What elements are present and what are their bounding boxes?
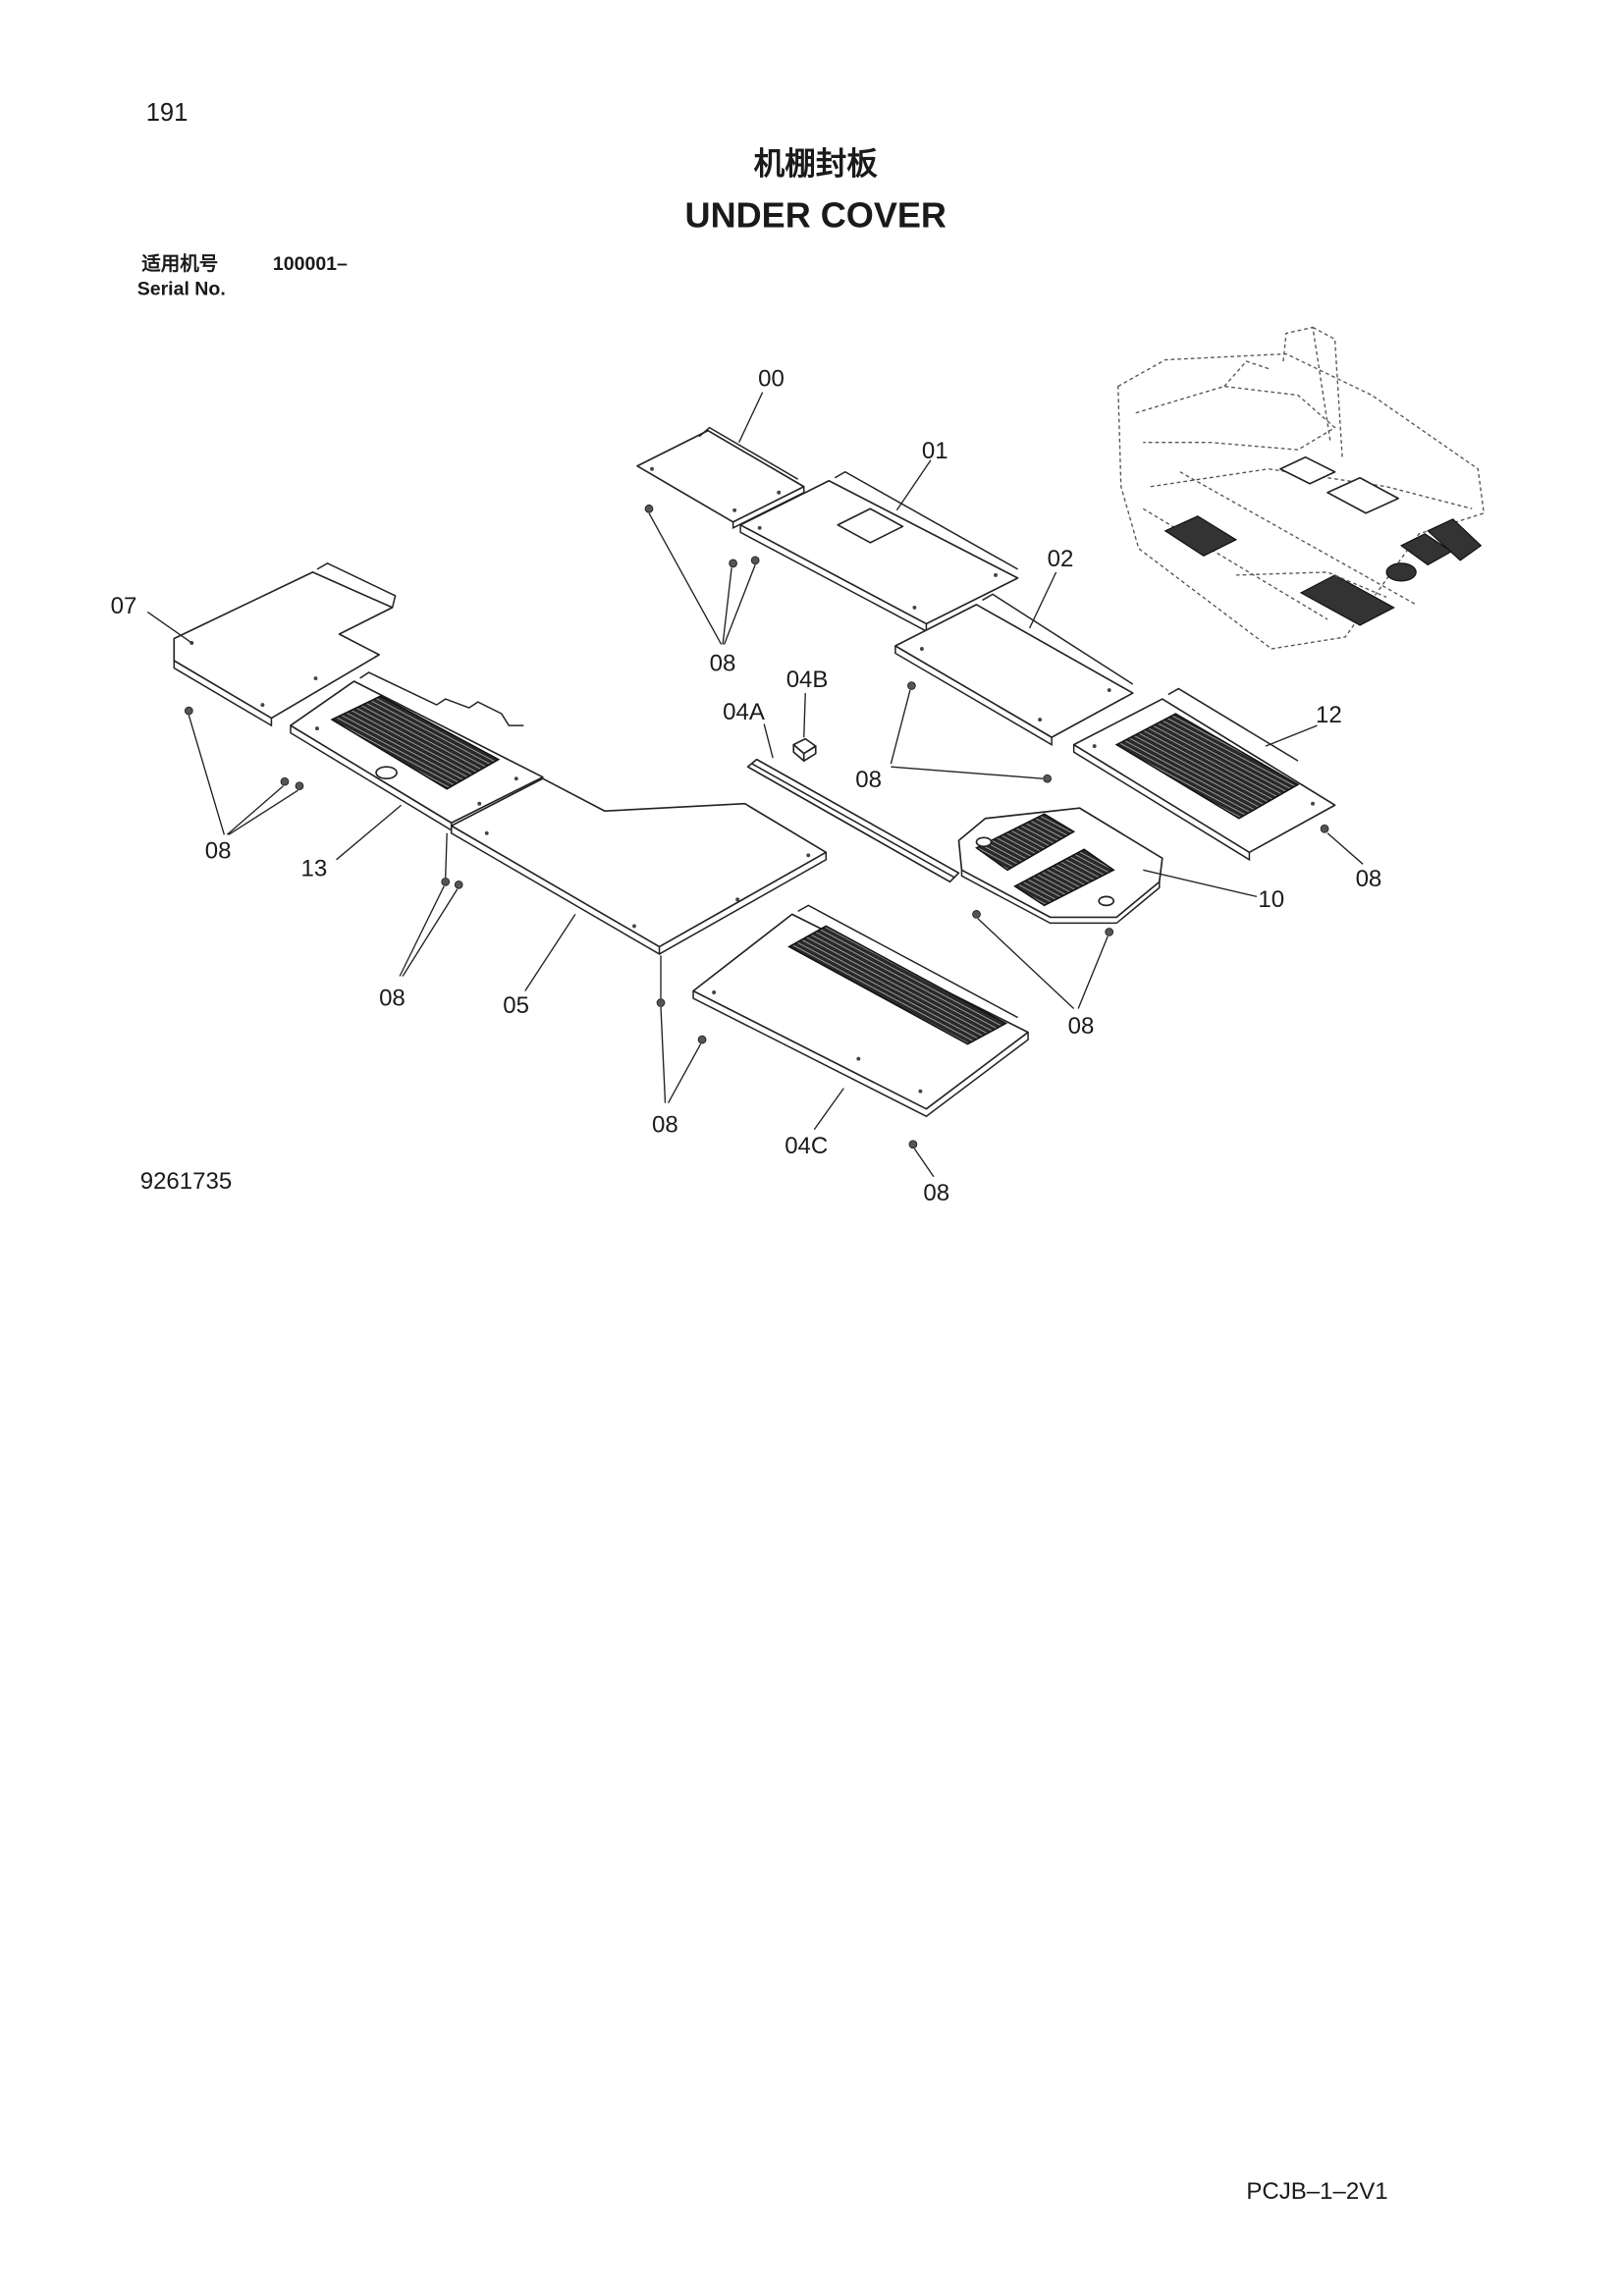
drawing-number: 9261735 [140, 1168, 233, 1195]
part-12-grille-cover [1072, 687, 1336, 862]
bolt-icon [729, 559, 737, 568]
serial-label-english: Serial No. [137, 278, 226, 299]
document-code: PCJB–1–2V1 [1246, 2178, 1387, 2205]
page-number: 191 [146, 99, 189, 127]
callout-label: 08 [205, 837, 232, 864]
callout-label: 08 [652, 1112, 678, 1139]
bolt-group-13-05 [399, 832, 463, 977]
callout-label: 08 [855, 767, 882, 793]
part-01-cover-plate [739, 470, 1019, 633]
callout-label: 13 [300, 855, 327, 881]
bolt-group-00 [644, 504, 760, 645]
part-13-grille-cover [290, 671, 544, 832]
callout-label: 08 [1068, 1013, 1095, 1040]
part-07-cover-plate [173, 562, 397, 727]
serial-label-chinese: 适用机号 [141, 253, 218, 275]
callout-label: 08 [1356, 866, 1382, 892]
machine-location-inset [1117, 326, 1486, 650]
callout-label: 00 [758, 366, 785, 393]
callout-label: 04A [723, 699, 765, 725]
callout-label: 05 [503, 992, 529, 1019]
serial-number-range: 100001– [273, 253, 348, 275]
bolt-icon [908, 1140, 918, 1149]
callout-label: 12 [1316, 702, 1342, 728]
page-title: UNDER COVER [685, 194, 947, 235]
bolt-icon [280, 776, 290, 786]
bolt-icon [697, 1035, 707, 1044]
part-05-cover-plate [450, 777, 828, 956]
part-04a-seal-bar [746, 758, 960, 883]
title-chinese: 机棚封板 [754, 145, 879, 181]
bolt-icon [907, 681, 916, 690]
callout-label: 04C [785, 1133, 828, 1159]
bolt-icon [656, 998, 666, 1007]
callout-label: 08 [710, 651, 736, 677]
callout-label: 07 [111, 593, 137, 619]
bolt-icon [1105, 928, 1114, 936]
bolt-group-04c [908, 1140, 935, 1178]
callout-label: 08 [379, 986, 406, 1012]
bolt-icon [1320, 824, 1329, 833]
bolt-group-07-13 [184, 706, 304, 835]
callout-label: 08 [923, 1180, 949, 1206]
part-04c-grille-cover [692, 904, 1029, 1118]
part-02-cover-plate [894, 593, 1134, 746]
bolt-icon [1043, 774, 1052, 783]
bolt-icon [184, 706, 193, 716]
part-00-cover-plate [636, 426, 805, 530]
callout-label: 02 [1048, 546, 1074, 572]
bolt-icon [972, 910, 981, 919]
bolt-group-12 [1320, 824, 1364, 865]
bolt-icon [441, 877, 451, 886]
part-10-vented-cover [957, 807, 1164, 925]
bolt-group-02 [890, 681, 1052, 783]
callout-label: 10 [1258, 886, 1284, 913]
callout-label: 04B [786, 667, 829, 693]
bolt-group-05 [656, 955, 707, 1104]
bolt-icon [750, 556, 760, 565]
bolt-group-10 [972, 910, 1114, 1010]
bolt-icon [644, 504, 654, 513]
bolt-icon [295, 781, 304, 791]
callout-label: 01 [922, 438, 948, 464]
part-04b-block [792, 737, 817, 762]
bolt-icon [454, 880, 463, 889]
